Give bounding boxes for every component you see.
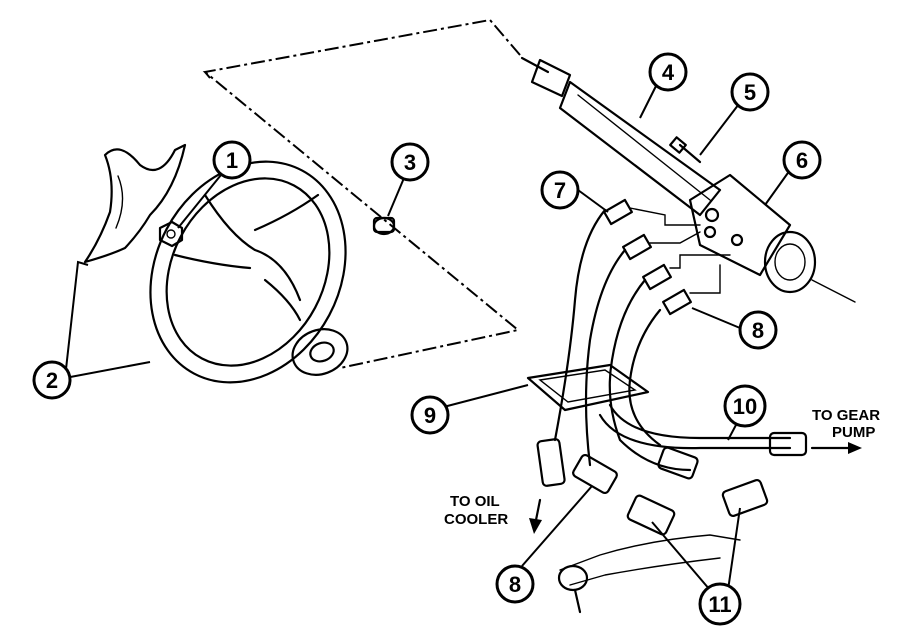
spacer — [372, 216, 396, 236]
callout-9-label: 9 — [424, 403, 436, 428]
flow-arrows — [529, 442, 862, 534]
bolt — [669, 136, 702, 164]
callout-1-label: 1 — [226, 148, 238, 173]
callout-8-upper-label: 8 — [752, 318, 764, 343]
callout-2-label: 2 — [46, 368, 58, 393]
callout-1: 1 — [212, 140, 252, 180]
steering-column — [520, 56, 722, 217]
callout-5: 5 — [730, 72, 770, 112]
callout-7-label: 7 — [554, 178, 566, 203]
callout-8-lower: 8 — [495, 564, 535, 604]
callout-8-upper: 8 — [738, 310, 778, 350]
callout-6: 6 — [782, 140, 822, 180]
nut — [158, 220, 184, 248]
note-oil-cooler: TO OIL COOLER — [444, 493, 508, 528]
callout-11-label: 11 — [708, 592, 731, 617]
note-oil-cooler-line1: TO OIL — [450, 493, 500, 510]
note-gear-pump: TO GEAR PUMP — [812, 407, 880, 441]
callout-10: 10 — [723, 384, 767, 428]
leader-lines — [64, 77, 791, 591]
steering-wheel — [149, 160, 349, 384]
dash-support — [83, 143, 187, 264]
callout-6-label: 6 — [796, 148, 808, 173]
callout-2: 2 — [32, 360, 72, 400]
alignment-plane — [202, 18, 521, 369]
callout-8-lower-label: 8 — [509, 572, 521, 597]
note-gear-pump-line1: TO GEAR — [812, 407, 880, 424]
callout-3-label: 3 — [404, 150, 416, 175]
callout-3: 3 — [390, 142, 430, 182]
steering-unit — [688, 173, 856, 303]
callout-9: 9 — [410, 395, 450, 435]
callout-10-label: 10 — [733, 394, 757, 419]
callout-5-label: 5 — [744, 80, 756, 105]
note-gear-pump-line2: PUMP — [832, 424, 875, 441]
hose-group — [536, 198, 808, 495]
steering-cylinder — [557, 478, 769, 614]
callout-11: 11 — [698, 582, 742, 626]
callout-4-label: 4 — [662, 60, 675, 85]
callout-4: 4 — [648, 52, 688, 92]
note-oil-cooler-line2: COOLER — [444, 511, 508, 528]
grommet-plate — [526, 363, 650, 412]
callout-7: 7 — [540, 170, 580, 210]
